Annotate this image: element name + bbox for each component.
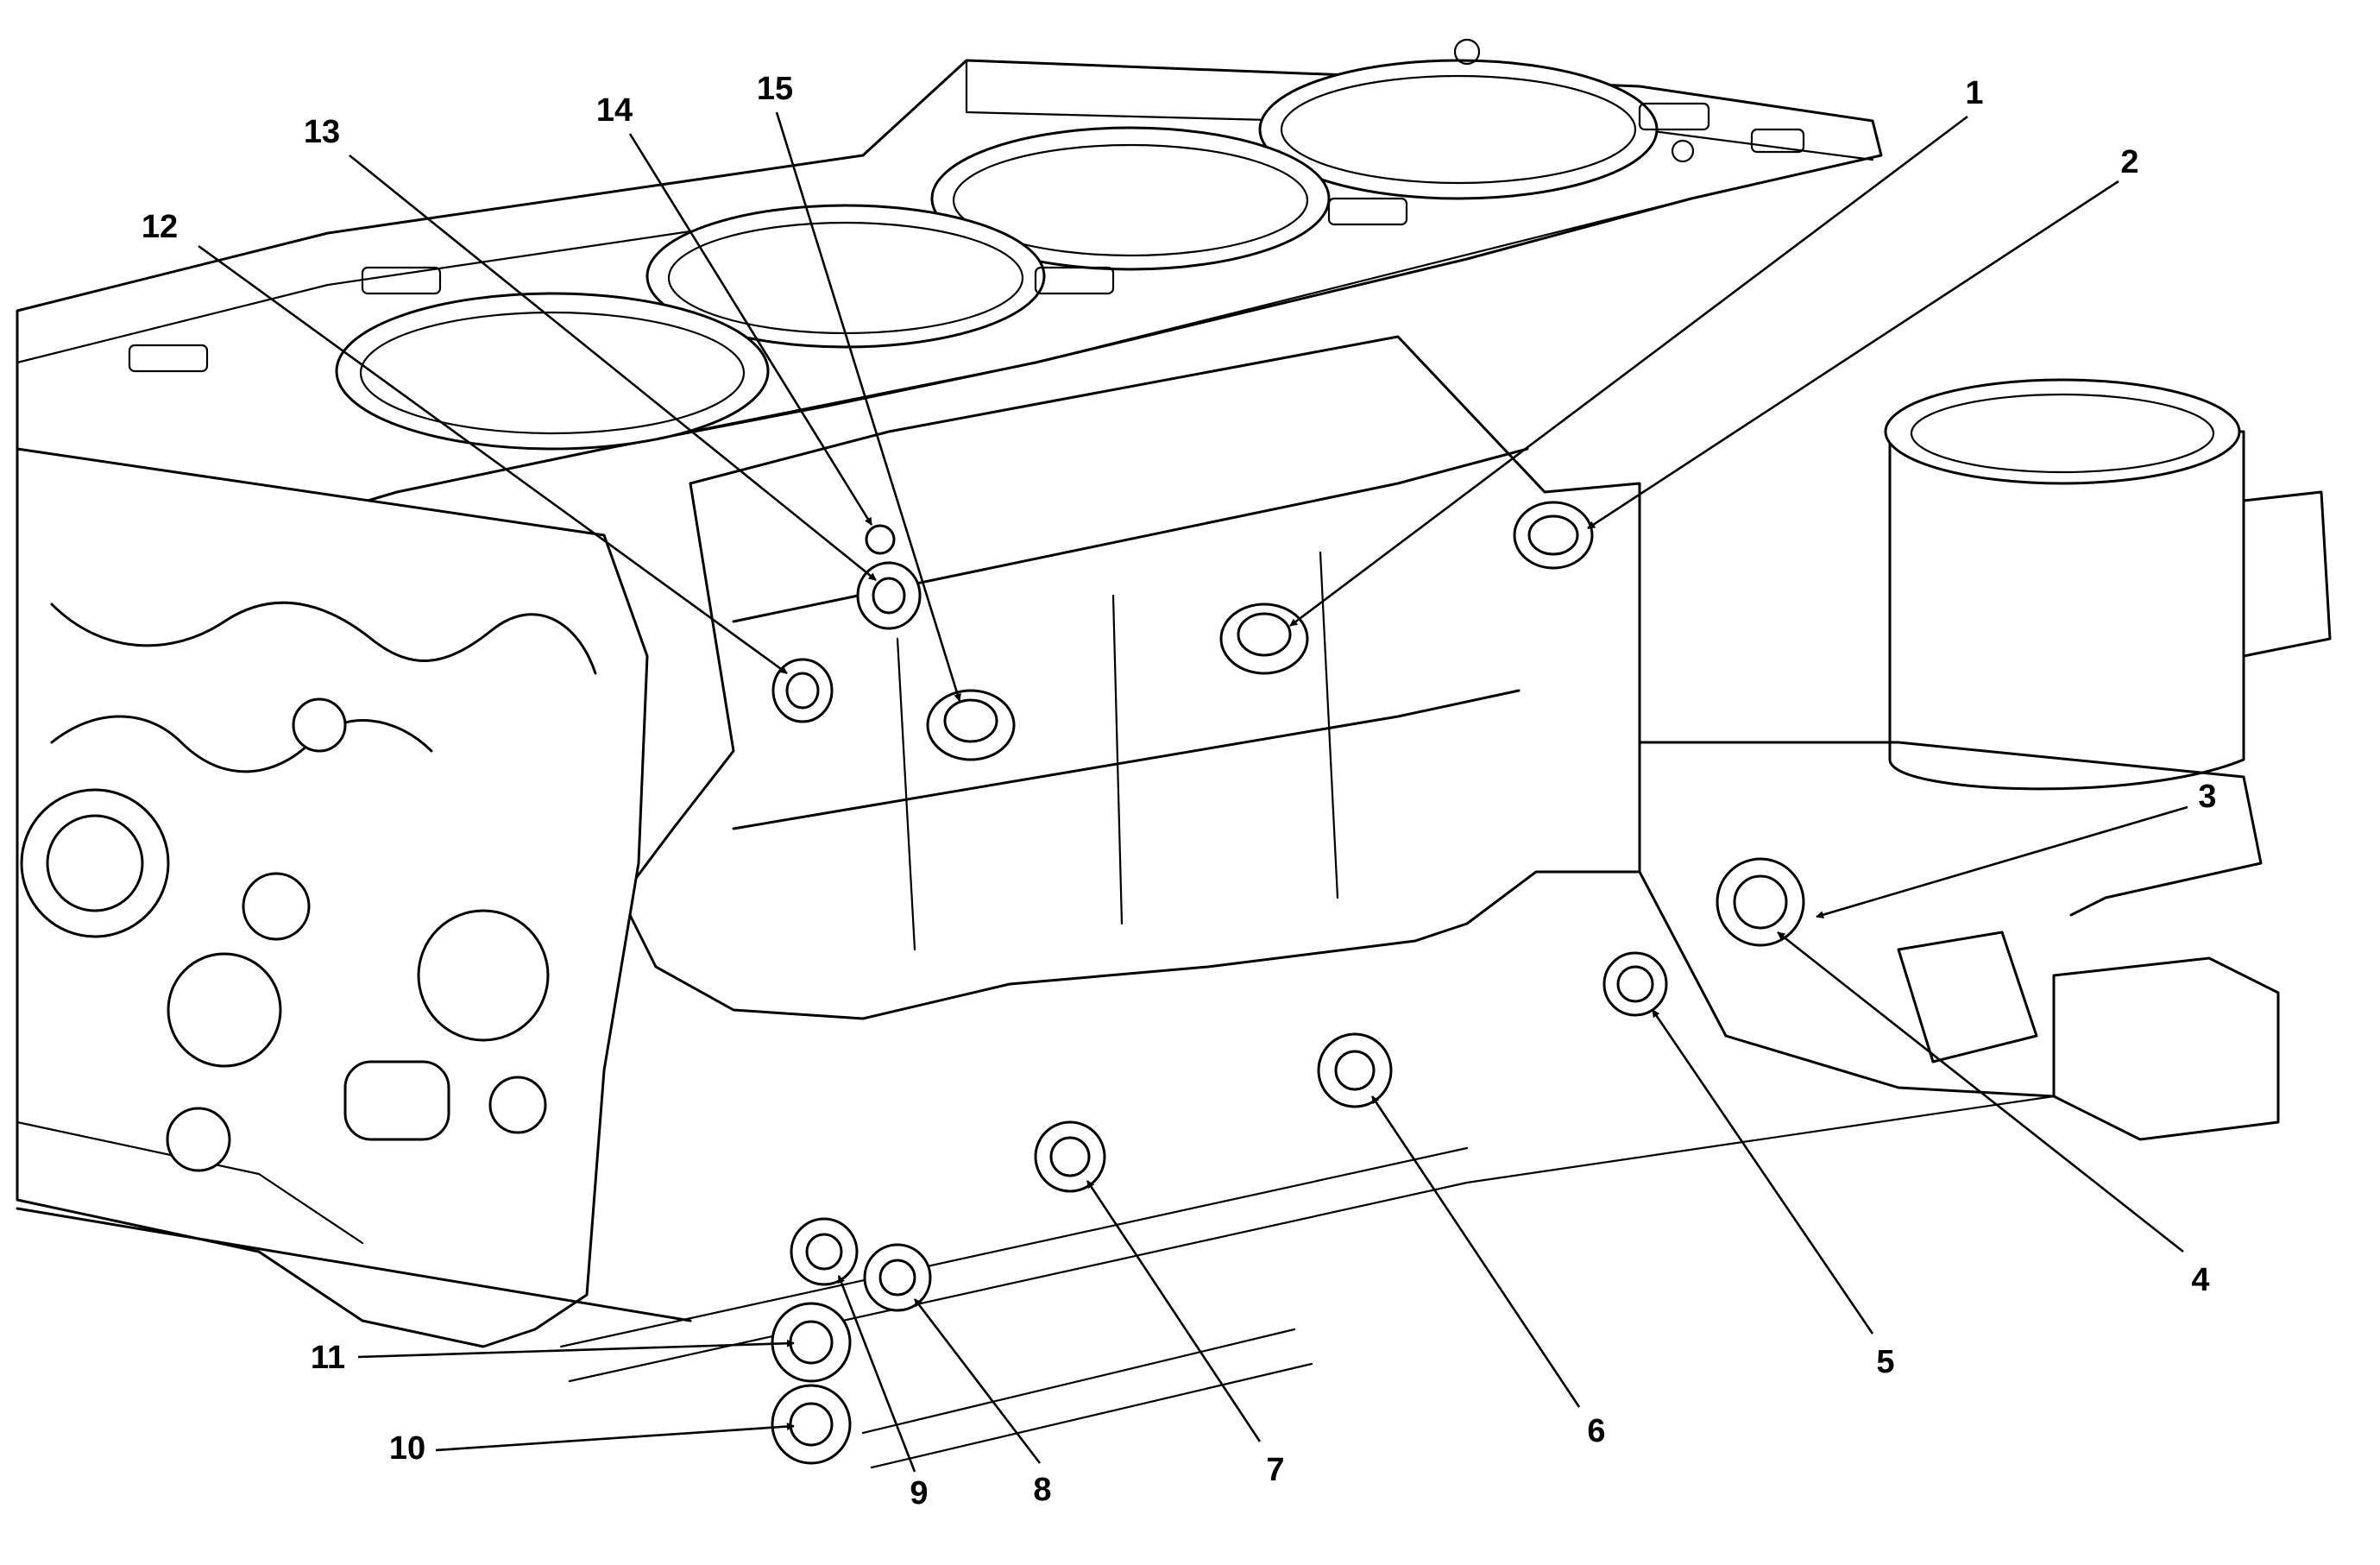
bolt-boss-8 <box>863 1243 932 1312</box>
bolt-boss-10 <box>771 1384 852 1465</box>
cylinder-bore-2 <box>930 126 1331 271</box>
leader-14 <box>628 133 873 526</box>
leader-13 <box>349 154 877 582</box>
callout-label-2: 2 <box>2120 144 2138 180</box>
bolt-boss-14 <box>865 524 896 555</box>
bolt-boss-5 <box>1602 951 1668 1017</box>
bolt-boss-6 <box>1317 1032 1393 1108</box>
engine-block-illustration <box>16 38 2332 1469</box>
bolt-boss-4 <box>1716 857 1805 947</box>
leader-11 <box>357 1339 795 1359</box>
bolt-boss-12 <box>771 658 834 723</box>
callout-label-8: 8 <box>1033 1472 1051 1508</box>
callout-label-4: 4 <box>2191 1262 2209 1298</box>
callout-label-5: 5 <box>1876 1344 1894 1380</box>
callout-label-6: 6 <box>1587 1413 1605 1449</box>
leader-7 <box>1086 1180 1262 1442</box>
leader-5 <box>1651 1009 1874 1335</box>
leader-6 <box>1370 1095 1581 1408</box>
leader-9 <box>837 1275 916 1473</box>
leader-1 <box>1289 115 1968 628</box>
leader-8 <box>913 1298 1042 1464</box>
oil-filter-housing <box>1884 378 2332 791</box>
bolt-boss-9 <box>790 1217 859 1286</box>
leader-3 <box>1816 805 2188 919</box>
callout-label-15: 15 <box>757 71 793 107</box>
leader-15 <box>775 111 961 702</box>
bolt-boss-11 <box>771 1302 852 1383</box>
callout-label-14: 14 <box>596 92 633 129</box>
callout-label-3: 3 <box>2198 779 2216 815</box>
bolt-boss-1 <box>1219 603 1309 675</box>
leader-2 <box>1587 180 2119 530</box>
callout-label-9: 9 <box>910 1475 928 1511</box>
bolt-boss-15 <box>926 689 1016 761</box>
callout-label-12: 12 <box>142 209 178 245</box>
callout-label-10: 10 <box>389 1430 425 1467</box>
callout-label-7: 7 <box>1266 1452 1284 1488</box>
bolt-boss-7 <box>1034 1120 1106 1193</box>
leader-4 <box>1777 931 2184 1253</box>
cylinder-bore-4 <box>335 292 770 451</box>
leader-12 <box>198 244 788 675</box>
crankcase-wall <box>620 335 1641 1020</box>
callout-label-13: 13 <box>304 114 340 150</box>
callout-leaders <box>198 111 2188 1473</box>
callout-label-11: 11 <box>311 1340 345 1376</box>
leader-10 <box>435 1423 795 1452</box>
bolt-boss-2 <box>1513 501 1594 570</box>
callout-labels: 1 2 3 4 5 6 7 8 9 10 11 12 13 14 15 <box>142 71 2217 1511</box>
callout-label-1: 1 <box>1965 75 1983 111</box>
